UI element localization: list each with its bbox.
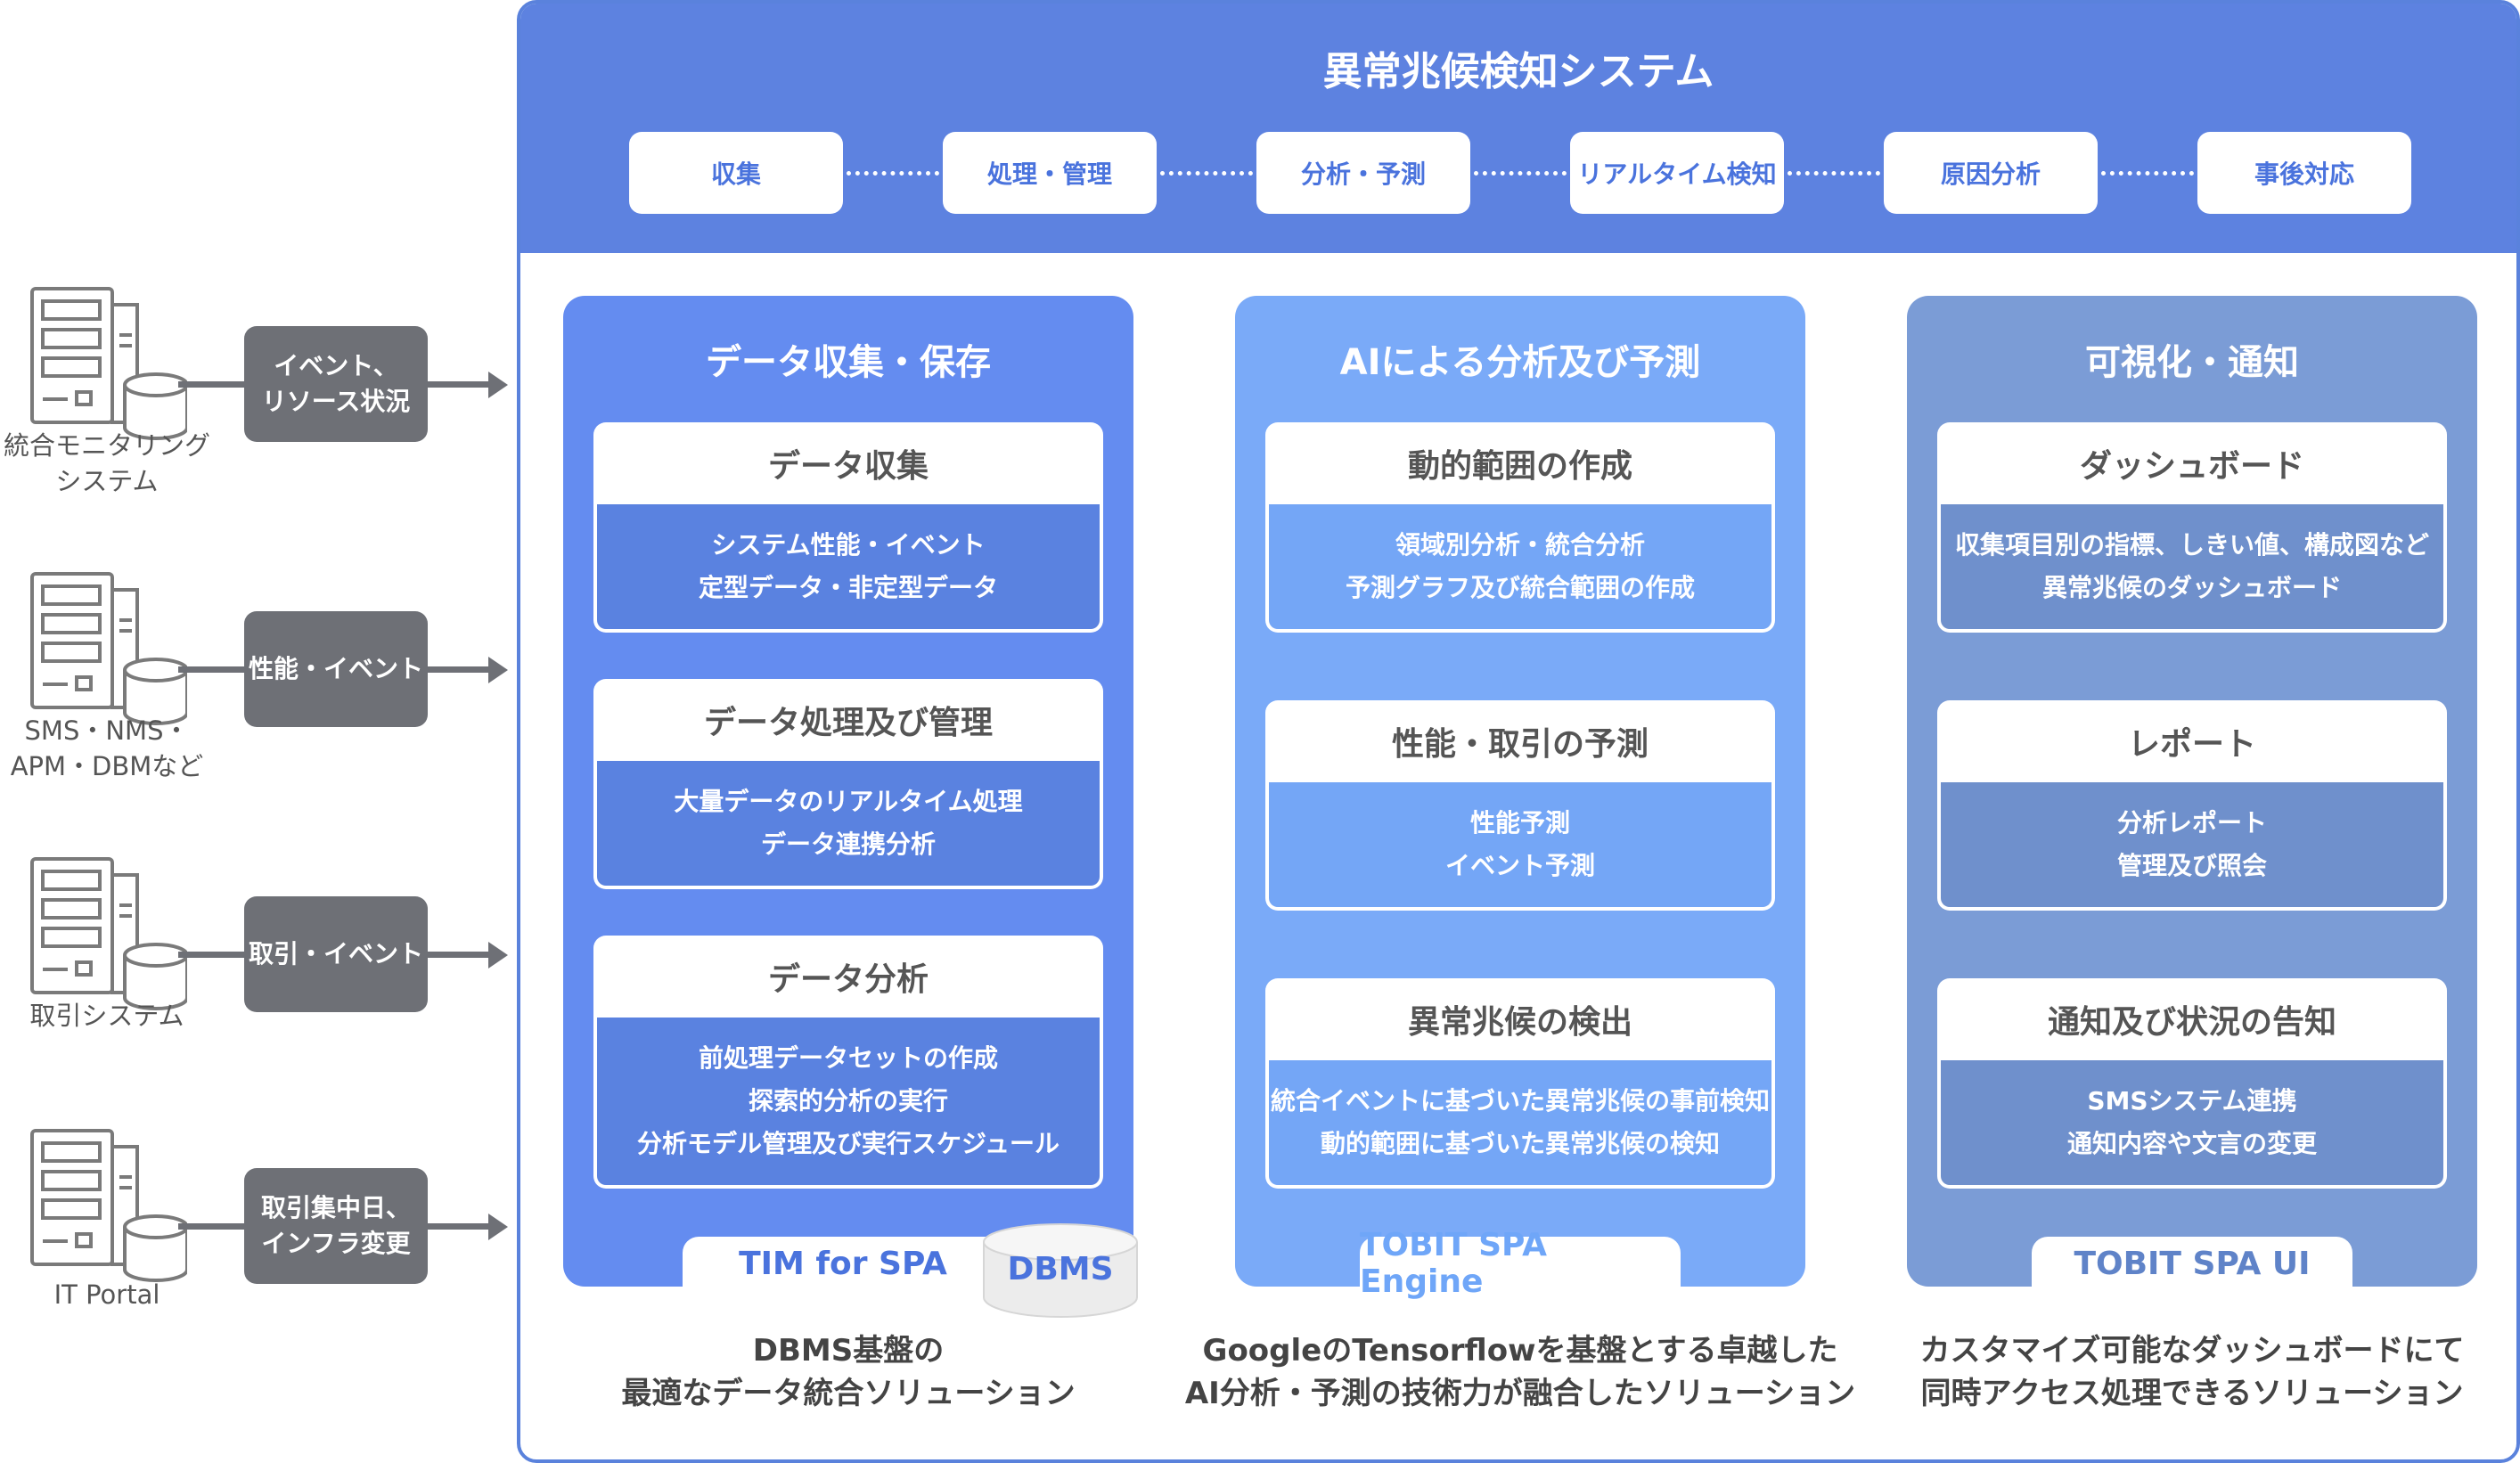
feature-card: データ処理及び管理大量データのリアルタイム処理データ連携分析 — [593, 679, 1103, 889]
solution-description-line: 同時アクセス処理できるソリューション — [1920, 1376, 2464, 1411]
feature-card: データ収集システム性能・イベント定型データ・非定型データ — [593, 422, 1103, 633]
dotted-connector — [2101, 171, 2194, 176]
feature-detail-line: 動的範囲に基づいた異常兆候の検知 — [1320, 1129, 1720, 1158]
feature-card: 動的範囲の作成領域別分析・統合分析予測グラフ及び統合範囲の作成 — [1265, 422, 1775, 633]
feature-card-title: 異常兆候の検出 — [1407, 1004, 1632, 1041]
solution-column: 可視化・通知ダッシュボード収集項目別の指標、しきい値、構成図など異常兆候のダッシ… — [1907, 296, 2477, 1290]
feature-card-title: レポート — [2127, 726, 2256, 763]
solution-description-line: GoogleのTensorflowを基盤とする卓越した — [1202, 1333, 1838, 1369]
feature-card: データ分析前処理データセットの作成探索的分析の実行分析モデル管理及び実行スケジュ… — [593, 936, 1103, 1189]
feature-detail-line: イベント予測 — [1444, 851, 1595, 880]
anomaly-detection-system-frame: 異常兆候検知システム 収集処理・管理分析・予測リアルタイム検知原因分析事後対応 … — [517, 0, 2520, 1463]
feature-detail-line: 大量データのリアルタイム処理 — [674, 787, 1023, 816]
feature-card-body: システム性能・イベント定型データ・非定型データ — [597, 504, 1100, 629]
solution-description-line: AI分析・予測の技術力が融合したソリューション — [1184, 1376, 1856, 1411]
dbms-label: DBMS — [1007, 1251, 1114, 1287]
feature-card-title: データ処理及び管理 — [703, 705, 993, 741]
dotted-connector — [1160, 171, 1253, 176]
feature-detail-line: 管理及び照会 — [2116, 851, 2267, 880]
source-system-label: SMS・NMS・ APM・DBMなど — [10, 715, 204, 781]
feature-detail-line: システム性能・イベント — [711, 530, 986, 560]
feature-detail-line: 前処理データセットの作成 — [698, 1043, 998, 1073]
feature-card-body: 収集項目別の指標、しきい値、構成図など異常兆候のダッシュボード — [1941, 504, 2443, 629]
feature-detail-line: 予測グラフ及び統合範囲の作成 — [1345, 573, 1695, 602]
dotted-connector — [847, 171, 939, 176]
feature-card-body: 前処理データセットの作成探索的分析の実行分析モデル管理及び実行スケジュール — [597, 1018, 1100, 1185]
data-type-tag: 取引集中日、 インフラ変更 — [244, 1168, 428, 1284]
dbms-cylinder-icon — [980, 1222, 1141, 1320]
column-title: AIによる分析及び予測 — [1339, 342, 1701, 383]
feature-detail-line: 収集項目別の指標、しきい値、構成図など — [1954, 530, 2429, 560]
arrow-right-icon — [488, 1214, 508, 1240]
process-step: 収集 — [629, 132, 843, 214]
feature-card: レポート分析レポート管理及び照会 — [1937, 700, 2447, 911]
feature-card-title: ダッシュボード — [2079, 448, 2304, 485]
process-step: 分析・予測 — [1256, 132, 1470, 214]
feature-card: ダッシュボード収集項目別の指標、しきい値、構成図など異常兆候のダッシュボード — [1937, 422, 2447, 633]
feature-detail-line: 定型データ・非定型データ — [698, 573, 998, 602]
feature-card-body: 性能予測イベント予測 — [1269, 782, 1771, 907]
feature-card-body: 大量データのリアルタイム処理データ連携分析 — [597, 761, 1100, 886]
server-database-icon — [27, 1127, 189, 1295]
feature-detail-line: 分析レポート — [2116, 808, 2267, 838]
feature-detail-line: 性能予測 — [1469, 808, 1570, 838]
feature-card-title: 性能・取引の予測 — [1391, 726, 1649, 763]
feature-detail-line: 統合イベントに基づいた異常兆候の事前検知 — [1270, 1086, 1770, 1116]
feature-card-title: データ収集 — [767, 448, 929, 485]
server-database-icon — [27, 570, 189, 739]
solution-description: GoogleのTensorflowを基盤とする卓越した AI分析・予測の技術力が融… — [1173, 1329, 1868, 1415]
solution-description-line: 最適なデータ統合ソリューション — [621, 1376, 1076, 1411]
arrow-right-icon — [488, 372, 508, 398]
server-database-icon — [27, 285, 189, 454]
process-step: 原因分析 — [1884, 132, 2098, 214]
source-system-label: 統合モニタリング システム — [3, 430, 210, 496]
data-type-tag: 取引・イベント — [244, 896, 428, 1012]
solution-description: DBMS基盤の最適なデータ統合ソリューション — [520, 1329, 1196, 1415]
feature-detail-line: 領域別分析・統合分析 — [1395, 530, 1645, 560]
feature-detail-line: データ連携分析 — [760, 830, 936, 859]
arrow-right-icon — [488, 657, 508, 683]
feature-detail-line: 分析モデル管理及び実行スケジュール — [636, 1129, 1060, 1158]
feature-card-title: 動的範囲の作成 — [1407, 448, 1632, 485]
solution-column: AIによる分析及び予測動的範囲の作成領域別分析・統合分析予測グラフ及び統合範囲の… — [1235, 296, 1805, 1300]
server-database-icon — [27, 855, 189, 1024]
arrow-right-icon — [488, 942, 508, 969]
feature-card-body: 分析レポート管理及び照会 — [1941, 782, 2443, 907]
feature-detail-line: 通知内容や文言の変更 — [2066, 1129, 2317, 1158]
feature-card: 性能・取引の予測性能予測イベント予測 — [1265, 700, 1775, 911]
source-system-label: 取引システム — [29, 1001, 184, 1031]
feature-card-title: データ分析 — [767, 961, 929, 998]
feature-card: 通知及び状況の告知 SMSシステム連携通知内容や文言の変更 — [1937, 978, 2447, 1189]
feature-card-body: 統合イベントに基づいた異常兆候の事前検知動的範囲に基づいた異常兆候の検知 — [1269, 1060, 1771, 1185]
feature-card: 異常兆候の検出統合イベントに基づいた異常兆候の事前検知動的範囲に基づいた異常兆候… — [1265, 978, 1775, 1189]
dotted-connector — [1788, 171, 1880, 176]
process-step: 事後対応 — [2197, 132, 2411, 214]
system-title: 異常兆候検知システム — [1322, 49, 1714, 94]
solution-description-line: DBMS基盤の — [752, 1333, 945, 1369]
source-system-label: IT Portal — [53, 1279, 160, 1310]
column-title: データ収集・保存 — [706, 342, 991, 383]
feature-detail-line: SMSシステム連携 — [2087, 1086, 2297, 1116]
data-type-tag: イベント、 リソース状況 — [244, 326, 428, 442]
feature-card-body: 領域別分析・統合分析予測グラフ及び統合範囲の作成 — [1269, 504, 1771, 629]
feature-detail-line: 探索的分析の実行 — [748, 1086, 948, 1116]
feature-card-body: SMSシステム連携通知内容や文言の変更 — [1941, 1060, 2443, 1185]
system-header: 異常兆候検知システム 収集 処理・管理 分析・予測 リアルタイム検知 原因分析 事後対応 — [520, 4, 2516, 253]
process-step: リアルタイム検知 — [1570, 132, 1784, 214]
product-name-tab: TOBIT SPA UI — [2032, 1237, 2352, 1290]
product-name-tab: TIM for SPA — [683, 1237, 1003, 1290]
solution-description-line: カスタマイズ可能なダッシュボードにて — [1919, 1333, 2465, 1369]
column-title: 可視化・通知 — [2085, 342, 2299, 383]
solution-description: カスタマイズ可能なダッシュボードにて同時アクセス処理できるソリューション — [1845, 1329, 2516, 1415]
process-step: 処理・管理 — [943, 132, 1157, 214]
feature-detail-line: 異常兆候のダッシュボード — [2041, 573, 2342, 602]
solution-column: データ収集・保存データ収集システム性能・イベント定型データ・非定型データデータ処… — [563, 296, 1138, 1318]
product-name-tab: TOBIT SPA Engine — [1360, 1227, 1681, 1300]
data-type-tag: 性能・イベント — [244, 611, 428, 727]
dotted-connector — [1474, 171, 1567, 176]
feature-card-title: 通知及び状況の告知 — [2047, 1004, 2336, 1041]
